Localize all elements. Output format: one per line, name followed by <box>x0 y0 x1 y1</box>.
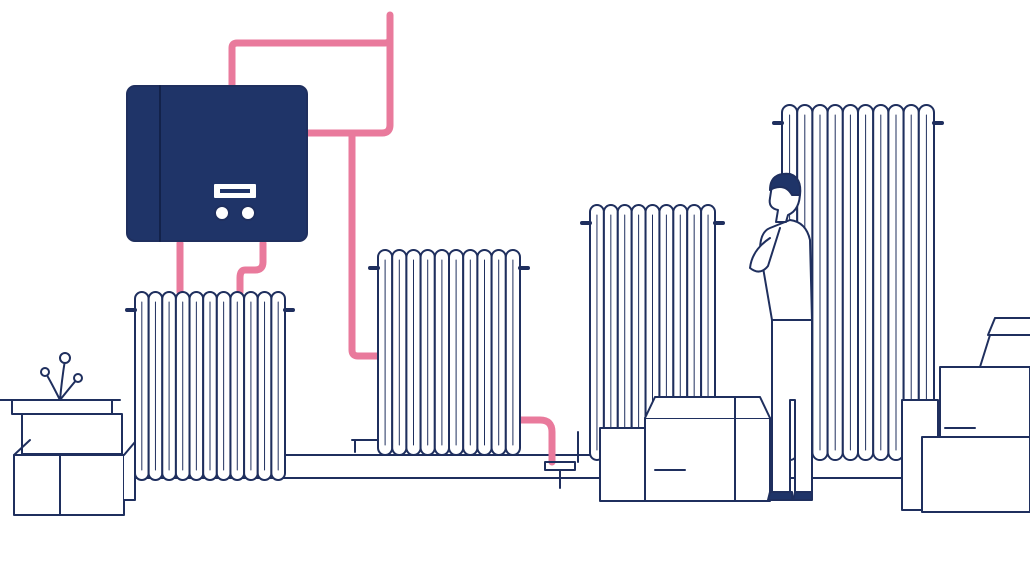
person <box>749 172 813 501</box>
valve-left <box>351 439 379 453</box>
pipes <box>176 11 556 466</box>
boiler-knob-right <box>240 205 256 221</box>
pipe-valve <box>516 416 556 466</box>
person-arm <box>749 227 781 273</box>
boxes-right <box>901 317 1030 513</box>
plant-icon <box>44 359 79 401</box>
radiator-under-boiler <box>125 291 295 481</box>
pipe-top <box>228 11 394 89</box>
pipe-right <box>303 34 394 137</box>
pipe-boiler-right <box>236 239 267 296</box>
person-torso <box>759 219 813 321</box>
person-shoes <box>767 491 813 501</box>
pipe-down <box>348 129 382 360</box>
boxes-left <box>11 352 136 516</box>
boiler <box>126 85 308 242</box>
person-hair <box>769 172 802 196</box>
boxes-center <box>599 396 771 502</box>
radiator-middle <box>368 249 530 456</box>
boiler-knob-left <box>214 205 230 221</box>
valve <box>544 431 579 489</box>
